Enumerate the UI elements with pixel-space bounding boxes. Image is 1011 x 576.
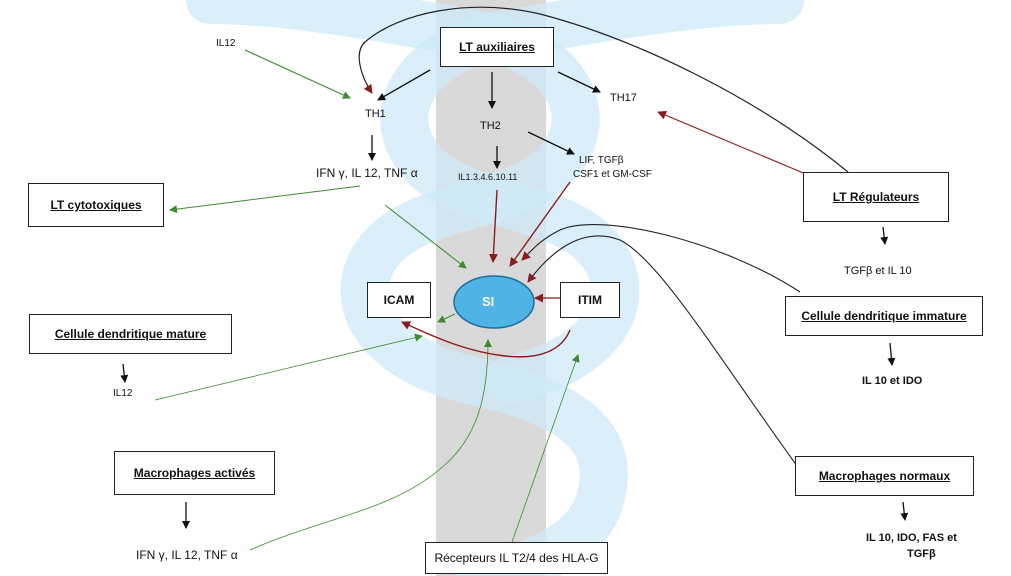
si-ellipse xyxy=(453,275,535,329)
arrow-aux-th17 xyxy=(557,71,601,93)
cellule-immature-box: Cellule dendritique immature xyxy=(785,296,983,336)
icam-box: ICAM xyxy=(367,282,431,318)
arrow-immature-si xyxy=(521,224,801,293)
cellule-mature-label: Cellule dendritique mature xyxy=(54,327,207,341)
th2-lif-label-1: LIF, TGFβ xyxy=(579,155,624,166)
il12-top-label: IL12 xyxy=(216,38,236,49)
arrow-lif-si xyxy=(509,181,571,267)
lt-auxiliaires-label: LT auxiliaires xyxy=(459,40,535,54)
arrow-il-si xyxy=(488,189,498,263)
immature-out-label: IL 10 et IDO xyxy=(862,375,923,387)
cellule-immature-label: Cellule dendritique immature xyxy=(801,309,967,323)
arrow-recepteurs-itim xyxy=(511,354,580,543)
arrow-mature-out xyxy=(120,363,129,383)
arrow-si-icam-loop xyxy=(401,321,571,358)
normaux-out-label-2: TGFβ xyxy=(907,548,936,560)
si-label: SI xyxy=(482,294,495,309)
arrow-reg-out xyxy=(880,226,889,245)
th2-il-label: IL1.3.4.6.10.11 xyxy=(458,172,518,182)
th2-label: TH2 xyxy=(480,120,501,132)
arrow-normaux-si xyxy=(527,235,801,471)
normaux-out-label-1: IL 10, IDO, FAS et xyxy=(866,532,957,544)
arrow-th1cyt-cytotox xyxy=(169,185,361,214)
arrow-si-icam-green xyxy=(437,313,456,323)
th1-cytokines-label: IFN γ, IL 12, TNF α xyxy=(316,166,418,180)
actives-out-label: IFN γ, IL 12, TNF α xyxy=(136,548,238,562)
itim-box: ITIM xyxy=(560,282,620,318)
arrow-immature-out xyxy=(887,342,896,366)
arrow-reg-th1 xyxy=(358,6,849,173)
th1-label: TH1 xyxy=(365,108,386,120)
lt-auxiliaires-box: LT auxiliaires xyxy=(440,27,554,67)
arrow-aux-th1 xyxy=(377,69,431,101)
lt-cytotoxiques-label: LT cytotoxiques xyxy=(50,198,142,212)
macrophages-normaux-label: Macrophages normaux xyxy=(818,469,951,483)
reg-out-label: TGFβ et IL 10 xyxy=(844,265,912,277)
arrow-th1cyt-si xyxy=(384,204,467,269)
recepteurs-label: Récepteurs IL T2/4 des HLA-G xyxy=(434,551,599,565)
recepteurs-box: Récepteurs IL T2/4 des HLA-G xyxy=(425,542,608,574)
arrow-th2-lif xyxy=(527,131,575,155)
arrow-mature-icam xyxy=(154,333,423,401)
macrophages-normaux-box: Macrophages normaux xyxy=(795,456,974,496)
arrow-normaux-out xyxy=(900,501,909,521)
arrow-reg-th17 xyxy=(657,110,821,181)
lt-cytotoxiques-box: LT cytotoxiques xyxy=(28,183,164,227)
th17-label: TH17 xyxy=(610,92,637,104)
icam-label: ICAM xyxy=(383,293,415,307)
th2-lif-label-2: CSF1 et GM-CSF xyxy=(573,169,652,180)
macrophages-actives-box: Macrophages activés xyxy=(114,451,275,495)
mature-out-label: IL12 xyxy=(113,388,133,399)
lt-regulateurs-label: LT Régulateurs xyxy=(832,190,920,204)
cellule-mature-box: Cellule dendritique mature xyxy=(29,314,232,354)
lt-regulateurs-box: LT Régulateurs xyxy=(803,172,949,222)
itim-label: ITIM xyxy=(578,293,602,307)
macrophages-actives-label: Macrophages activés xyxy=(133,466,256,480)
arrow-actives-si xyxy=(249,339,492,551)
arrow-il12-th1 xyxy=(244,49,351,99)
